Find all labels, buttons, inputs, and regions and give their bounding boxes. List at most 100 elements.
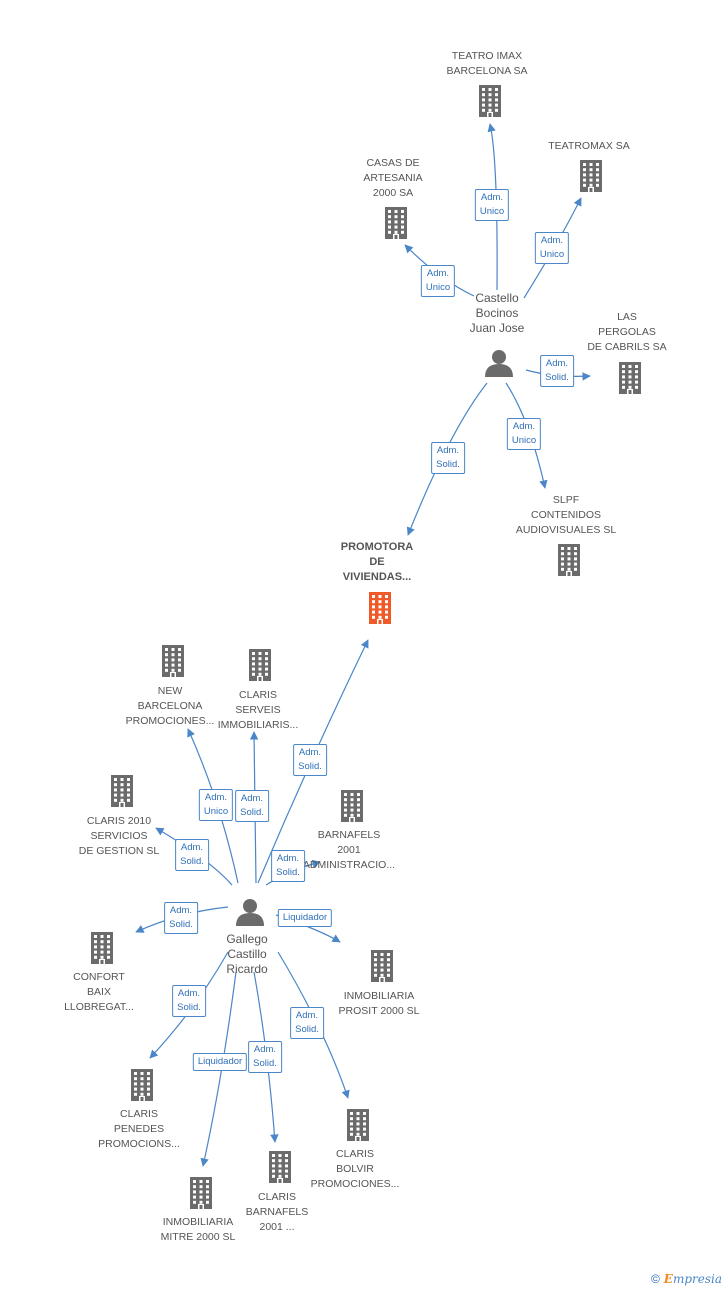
node-label-line: PROMOCIONES... (125, 715, 215, 727)
edge-role-label-line: Unico (425, 282, 451, 293)
node-label-line: Castello (475, 291, 519, 305)
edge-role-label-line: Adm. (436, 445, 460, 456)
edge-role-label-line: Solid. (276, 867, 300, 878)
edge-gallego-to-inmobiliaria_mitre (200, 971, 237, 1167)
building-icon[interactable] (91, 932, 113, 964)
edge-role-label-line: Solid. (253, 1058, 277, 1069)
building-icon[interactable] (347, 1109, 369, 1141)
node-label-line: DE (369, 556, 385, 568)
node-label-line: PROMOCIONES... (310, 1178, 400, 1190)
edge-role-label-line: Solid. (180, 856, 204, 867)
node-label-line: PROMOTORA (340, 541, 414, 553)
building-icon[interactable] (619, 362, 641, 394)
edge-role-label[interactable]: Adm.Unico (534, 232, 570, 264)
building-icon[interactable] (111, 775, 133, 807)
edge-role-label-line: Adm. (545, 358, 569, 369)
building-icon[interactable] (580, 160, 602, 192)
edge-role-label-line: Solid. (298, 761, 322, 772)
building-icon[interactable] (249, 649, 271, 681)
edge-role-label-line: Solid. (545, 372, 569, 383)
node-label-line: Juan Jose (469, 321, 525, 335)
edge-role-label[interactable]: Adm. Solid. (293, 744, 327, 776)
node-label-line: LAS (617, 311, 637, 323)
node-label-line: CONFORT (73, 971, 125, 983)
node-label-line: BOLVIR (336, 1163, 374, 1175)
node-label-line: CLARIS (336, 1148, 374, 1160)
person-icon[interactable] (485, 350, 513, 377)
edge-role-label-line: Adm. (180, 842, 204, 853)
node-label-line: Gallego (226, 932, 268, 946)
company-name-teatro_imax[interactable]: TEATRO IMAX BARCELONA SA (446, 49, 527, 79)
building-icon[interactable] (479, 85, 501, 117)
person-icon[interactable] (236, 899, 264, 926)
edge-role-label[interactable]: Adm. Solid. (540, 355, 574, 387)
building-icon[interactable] (190, 1177, 212, 1209)
edge-role-label-line: Adm. (512, 421, 536, 432)
edge-role-label[interactable]: Liquidador (277, 909, 333, 927)
building-icon[interactable] (558, 544, 580, 576)
footer-brand[interactable]: ©Empresia (651, 1272, 722, 1286)
node-label-line: IMMOBILIARIS... (217, 719, 299, 731)
node-label-line: LLOBREGAT... (64, 1001, 134, 1013)
building-icon[interactable] (131, 1069, 153, 1101)
edge-role-label[interactable]: Adm. Solid. (172, 985, 206, 1017)
node-label-line: BARCELONA SA (446, 65, 528, 77)
building-icon[interactable] (369, 592, 391, 624)
edge-role-label[interactable]: Adm.Solid. (431, 442, 465, 474)
edge-castello-to-teatro_imax (487, 123, 498, 291)
company-name-teatromax[interactable]: TEATROMAX SA (548, 139, 629, 154)
copyright-symbol: © (650, 1272, 660, 1286)
edge-role-label[interactable]: Adm. Unico (474, 189, 510, 221)
node-label-line: TEATRO IMAX (451, 50, 523, 62)
edge-role-label[interactable]: Adm. Solid. (175, 839, 209, 871)
edge-role-label-line: Adm. (480, 192, 504, 203)
node-label-line: CLARIS 2010 (86, 815, 152, 827)
node-label-line: 2001 ... (259, 1221, 295, 1233)
edge-role-label-line: Adm. (177, 988, 201, 999)
edge-role-label-line: Unico (203, 806, 229, 817)
edge-role-label[interactable]: Adm. Unico (198, 789, 234, 821)
edge-role-label-line: Solid. (177, 1002, 201, 1013)
edge-role-label-line: Adm. (204, 792, 228, 803)
edge-role-label-line: Adm. (298, 747, 322, 758)
building-icon[interactable] (371, 950, 393, 982)
edge-role-label[interactable]: Liquidador (192, 1053, 248, 1071)
edge-role-label[interactable]: Adm.Solid. (164, 902, 198, 934)
node-label-line: ADMINISTRACIO... (302, 859, 396, 871)
edge-role-label[interactable]: Adm.Solid. (271, 850, 305, 882)
node-label-line: AUDIOVISUALES SL (515, 524, 617, 536)
edge-role-label[interactable]: Adm.Unico (420, 265, 456, 297)
building-icon[interactable] (162, 645, 184, 677)
building-icon[interactable] (385, 207, 407, 239)
node-label-line: MITRE 2000 SL (160, 1231, 236, 1243)
edge-role-label[interactable]: Adm.Solid. (235, 790, 269, 822)
edge-role-label[interactable]: Adm.Solid. (248, 1041, 282, 1073)
brand-logo-initial: E (663, 1272, 673, 1286)
building-icon[interactable] (341, 790, 363, 822)
company-name-claris_bolvir[interactable]: CLARIS BOLVIR PROMOCIONES... (311, 1147, 400, 1192)
node-label-line: 2001 (337, 844, 361, 856)
edge-role-label-line: Unico (479, 206, 505, 217)
node-label-line: DE CABRILS SA (587, 341, 667, 353)
edge-role-label-line: Liquidador (197, 1056, 243, 1067)
node-label-line: BARCELONA (137, 700, 203, 712)
building-icon[interactable] (269, 1151, 291, 1183)
edge-role-label[interactable]: Adm.Unico (506, 418, 542, 450)
edge-role-label[interactable]: Adm.Solid. (290, 1007, 324, 1039)
